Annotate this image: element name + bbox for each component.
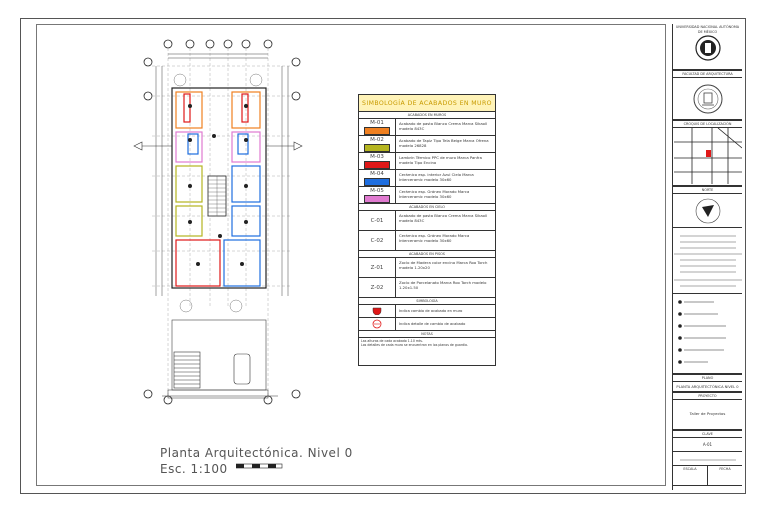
finish-code: M-04 — [370, 170, 384, 177]
drawing-frame — [36, 24, 666, 486]
finish-swatch — [364, 143, 390, 152]
finish-description: Cerámico esp. Gránex Morado Marca Interc… — [399, 189, 470, 199]
finish-swatch — [364, 194, 390, 203]
finish-code: M-03 — [370, 153, 384, 160]
date-label: FECHA — [719, 467, 731, 471]
finish-description: Cerámico esp. Gránex Morado Marca Interc… — [399, 233, 470, 243]
legend-row: Z-02 Zoclo de Porcelanato Marca Roo Torc… — [359, 278, 495, 298]
symbols-list — [677, 300, 726, 364]
faculty-label: FACULTAD DE ARQUITECTURA — [673, 70, 742, 78]
legend-row: C-02 Cerámico esp. Gránex Morado Marca I… — [359, 231, 495, 251]
faculty-seal-icon — [693, 84, 722, 114]
legend-notes: Las alturas de cada acabado 1.10 mts. Lo… — [359, 338, 495, 348]
symbols-block — [673, 294, 742, 374]
finish-description: Zoclo de Porcelanato Marca Roo Torch mod… — [399, 280, 487, 290]
finish-description: Acabado de pasta Blanco Crema Marca Sika… — [399, 121, 488, 131]
finishes-legend: SIMBOLOGÍA DE ACABADOS EN MURO ACABADOS … — [358, 94, 496, 366]
legend-row: M-05 Cerámico esp. Gránex Morado Marca I… — [359, 187, 495, 204]
north-label: NORTE — [673, 186, 742, 194]
legend-title: SIMBOLOGÍA DE ACABADOS EN MURO — [359, 95, 495, 112]
faculty-seal-block — [673, 78, 742, 120]
location-map — [673, 128, 742, 186]
location-map-sketch — [673, 128, 742, 184]
finish-description: Lambrín Térmico PPC de muro Marca Panfra… — [399, 155, 482, 165]
finish-swatch — [364, 177, 390, 186]
finish-code: M-01 — [370, 119, 384, 126]
floor-plan — [133, 39, 303, 405]
legend-row: M-04 Cerámico esp. interior Azul Cielo M… — [359, 170, 495, 187]
notes-lines — [673, 235, 742, 287]
note-line: Los detalles de cada muro se encuentran … — [361, 343, 469, 347]
finish-code: Z-02 — [370, 284, 384, 291]
finish-code: C-02 — [370, 237, 384, 244]
north-block — [673, 194, 742, 228]
legend-section-ceilings: ACABADOS EN CIELO — [359, 204, 495, 211]
signature-lines — [679, 459, 736, 461]
university-name: UNIVERSIDAD NACIONAL AUTÓNOMA DE MÉXICO — [675, 25, 740, 34]
wall-finish-symbol-icon — [372, 307, 382, 315]
north-arrow-icon — [695, 198, 720, 224]
university-seal-icon — [694, 35, 721, 61]
legend-row: C-01 Acabado de pasta Blanco Crema Marca… — [359, 211, 495, 231]
finish-code: C-01 — [370, 217, 384, 224]
finish-code: Z-01 — [370, 264, 384, 271]
title-block: UNIVERSIDAD NACIONAL AUTÓNOMA DE MÉXICO … — [672, 24, 742, 490]
drawing-label: PLANO — [673, 374, 742, 382]
drawing-name: PLANTA ARQUITECTÓNICA NIVEL 0 — [673, 382, 742, 392]
finish-description: Zoclo de Madera color encino Marca Roo T… — [399, 260, 488, 270]
ceiling-finish-symbol-icon — [372, 319, 382, 329]
legend-symbol-row: Indica detalle de cambio de acabado — [359, 318, 495, 331]
university-block: UNIVERSIDAD NACIONAL AUTÓNOMA DE MÉXICO — [673, 24, 742, 70]
legend-row: Z-01 Zoclo de Madera color encino Marca … — [359, 258, 495, 278]
legend-section-notes: NOTAS — [359, 331, 495, 338]
legend-symbol-row: Indica cambio de acabado en muro — [359, 305, 495, 318]
finish-swatch — [364, 160, 390, 169]
symbol-description: Indica detalle de cambio de acabado — [399, 322, 466, 326]
legend-section-walls: ACABADOS EN MUROS — [359, 112, 495, 119]
project-name: Taller de Proyectos — [673, 400, 742, 430]
legend-row: M-01 Acabado de pasta Blanco Crema Marca… — [359, 119, 495, 136]
graphic-scale-bar — [236, 463, 283, 469]
scale-date-row: ESCALA FECHA — [673, 466, 742, 486]
sheet-value: A-01 — [673, 438, 742, 452]
scale-label: ESCALA — [673, 466, 708, 485]
legend-row: M-02 Acabado de Tapiz Tipo Tela Beige Ma… — [359, 136, 495, 153]
signature-block — [673, 452, 742, 466]
location-label: CROQUIS DE LOCALIZACIÓN — [673, 120, 742, 128]
note-line: Las alturas de cada acabado 1.10 mts. — [361, 339, 423, 343]
finish-code: M-05 — [370, 187, 384, 194]
finish-description: Acabado de pasta Blanco Crema Marca Sika… — [399, 213, 488, 223]
project-label: PROYECTO — [673, 392, 742, 400]
notes-block — [673, 228, 742, 294]
symbol-description: Indica cambio de acabado en muro — [399, 309, 463, 313]
sheet-label: CLAVE — [673, 430, 742, 438]
legend-section-symbols: SIMBOLOGÍA — [359, 298, 495, 305]
legend-row: M-03 Lambrín Térmico PPC de muro Marca P… — [359, 153, 495, 170]
drawing-scale: Esc. 1:100 — [160, 462, 228, 476]
legend-section-floors: ACABADOS EN PISOS — [359, 251, 495, 258]
finish-code: M-02 — [370, 136, 384, 143]
finish-swatch — [364, 126, 390, 135]
drawing-title: Planta Arquitectónica. Nivel 0 — [160, 446, 353, 460]
finish-description: Cerámico esp. interior Azul Cielo Marca … — [399, 172, 474, 182]
finish-description: Acabado de Tapiz Tipo Tela Beige Marca O… — [399, 138, 489, 148]
